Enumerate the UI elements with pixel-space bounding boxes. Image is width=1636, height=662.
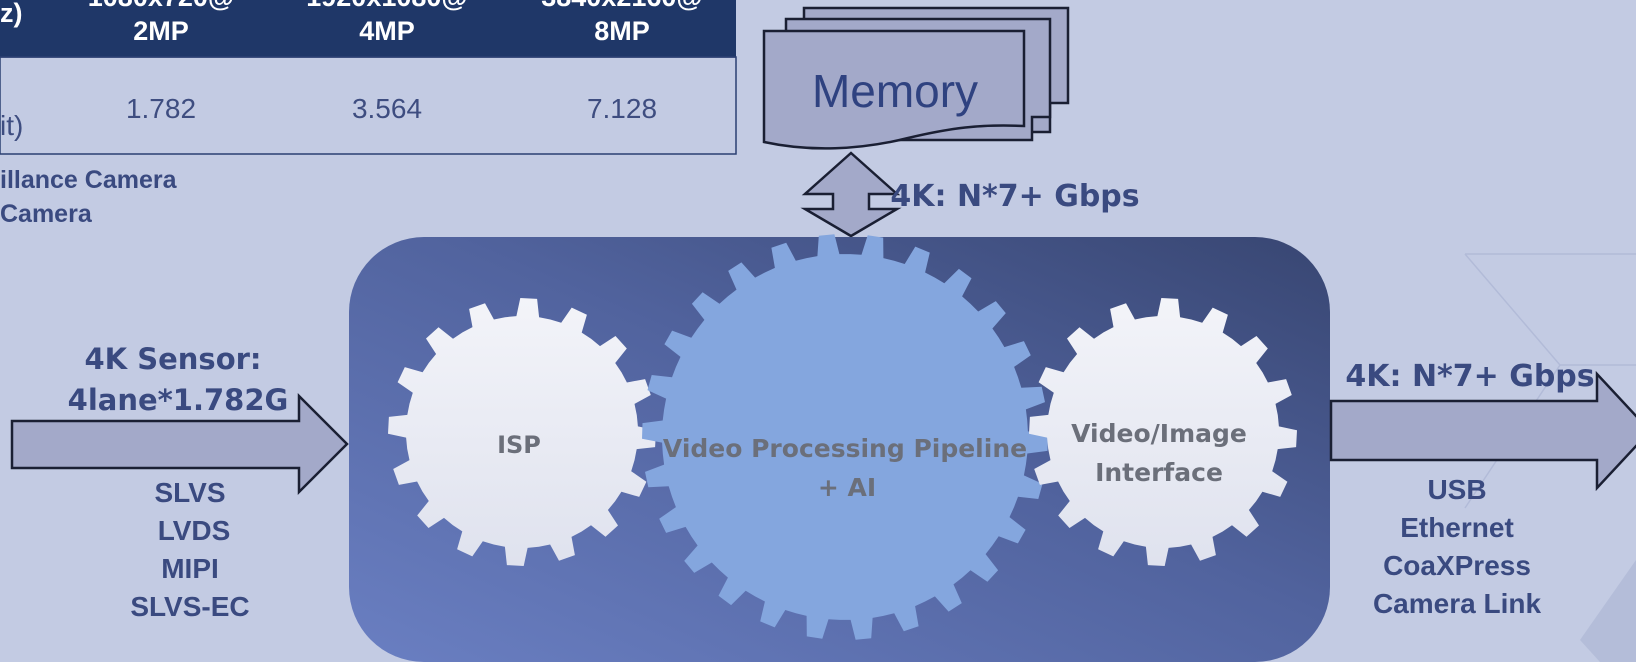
table-header-cell: 3840x2160@ bbox=[541, 0, 702, 12]
video-processing-gear bbox=[642, 234, 1048, 640]
memory-bandwidth-label: 4K: N*7+ Gbps bbox=[890, 179, 1139, 214]
table-header-cell: 4MP bbox=[359, 16, 415, 46]
isp-label: ISP bbox=[497, 431, 541, 459]
output-interface-item: CoaXPress bbox=[1383, 550, 1531, 581]
table-header-cell: 1920x1080@ bbox=[306, 0, 467, 12]
input-arrow bbox=[10, 392, 349, 496]
output-interface-item: Ethernet bbox=[1400, 512, 1514, 543]
isp-gear bbox=[388, 298, 656, 566]
output-interface-item: Camera Link bbox=[1373, 588, 1541, 619]
memory-page-front bbox=[762, 29, 1026, 150]
table-header-cell: z) bbox=[0, 0, 23, 28]
table-cell: 7.128 bbox=[587, 93, 657, 124]
video-processing-label: Video Processing Pipeline bbox=[663, 434, 1027, 463]
input-interface-item: LVDS bbox=[158, 515, 231, 546]
memory-label: Memory bbox=[812, 65, 978, 117]
input-interface-item: SLVS bbox=[154, 477, 225, 508]
sensor-lanes-label: 4lane*1.782G bbox=[68, 383, 289, 417]
memory-block bbox=[762, 6, 1070, 150]
table-header-cell: 1080x720@ bbox=[88, 0, 234, 12]
table-note: Camera bbox=[0, 200, 93, 228]
table-cell: 3.564 bbox=[352, 93, 422, 124]
resolution-table: z) 1080x720@ 1920x1080@ 3840x2160@ 2MP 4… bbox=[0, 0, 737, 155]
video-interface-label: Video/Image bbox=[1071, 419, 1247, 448]
video-interface-label-line2: Interface bbox=[1095, 458, 1223, 487]
output-arrow bbox=[1329, 370, 1636, 492]
table-note: illance Camera bbox=[0, 166, 178, 194]
input-interface-item: SLVS-EC bbox=[130, 591, 249, 622]
table-header-cell: 2MP bbox=[133, 16, 189, 46]
sensor-label: 4K Sensor: bbox=[84, 342, 261, 376]
video-processing-label-line2: + AI bbox=[818, 473, 876, 502]
table-cell: 1.782 bbox=[126, 93, 196, 124]
table-header-cell: 8MP bbox=[594, 16, 650, 46]
video-interface-gear bbox=[1029, 298, 1297, 566]
table-header-band bbox=[0, 0, 736, 57]
input-interface-item: MIPI bbox=[161, 553, 219, 584]
memory-bidirectional-arrow bbox=[800, 151, 902, 238]
table-row-label: it) bbox=[0, 110, 23, 141]
table-body bbox=[0, 56, 737, 155]
output-interface-item: USB bbox=[1427, 474, 1486, 505]
output-bandwidth-label: 4K: N*7+ Gbps bbox=[1345, 359, 1594, 394]
